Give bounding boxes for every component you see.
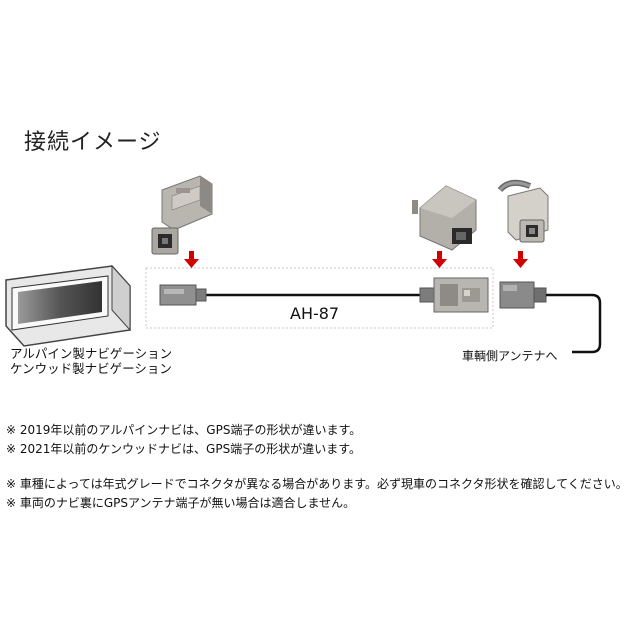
navi-label-alpine: アルパイン製ナビゲーション	[10, 346, 173, 361]
antenna-cable	[546, 293, 602, 354]
antenna-connector-photo	[497, 179, 549, 243]
note-line: ※ 2021年以前のケンウッドナビは、GPS端子の形状が違います。	[6, 442, 362, 456]
right-plug-icon	[499, 281, 547, 309]
page-title: 接続イメージ	[24, 130, 162, 155]
navigation-unit-icon	[5, 264, 131, 347]
note-line: ※ 2019年以前のアルパインナビは、GPS端子の形状が違います。	[6, 423, 362, 437]
connection-diagram	[5, 175, 602, 354]
middle-plug-icon	[419, 277, 489, 313]
arrow-down-icon-right	[513, 251, 528, 268]
arrow-down-icon-middle	[432, 251, 447, 268]
antenna-label: 車輌側アンテナへ	[462, 349, 558, 363]
navi-label-kenwood: ケンウッド製ナビゲーション	[10, 361, 172, 376]
note-line: ※ 車両のナビ裏にGPSアンテナ端子が無い場合は適合しません。	[6, 496, 356, 510]
product-boundary	[145, 267, 494, 329]
notes-section: ※ 2019年以前のアルパインナビは、GPS端子の形状が違います。 ※ 2021…	[6, 421, 640, 513]
navi-side-connector-photo	[151, 175, 213, 255]
left-plug-icon	[159, 284, 207, 306]
note-line: ※ 車種によっては年式グレードでコネクタが異なる場合があります。必ず現車のコネク…	[6, 477, 628, 491]
cable-end-connector-photo	[412, 185, 477, 251]
note-spacer	[6, 459, 640, 475]
cable-model-label: AH-87	[290, 304, 340, 323]
arrow-down-icon-left	[184, 251, 199, 268]
